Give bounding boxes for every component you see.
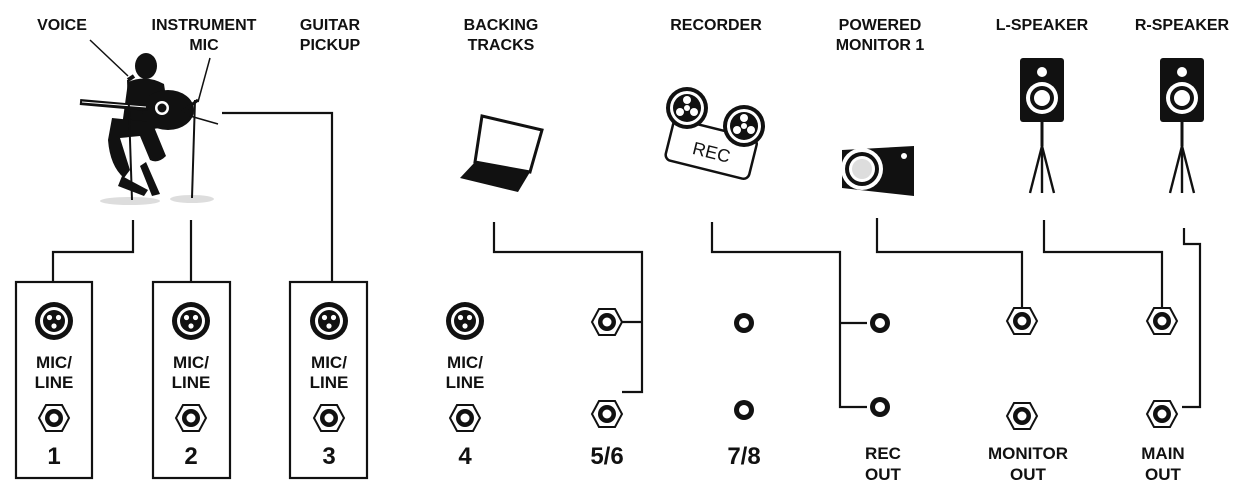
channel-2-xlr-jack[interactable] [172, 302, 210, 340]
monitor-out-label-1: MONITOR [988, 444, 1068, 463]
channel-3-number: 3 [322, 443, 335, 470]
channel-3-box [288, 280, 369, 480]
channel-2-box [151, 280, 232, 480]
channel-5-6-number: 5/6 [590, 443, 623, 470]
backing-tracks-label-2: TRACKS [468, 37, 535, 54]
rec-out-left-rca-jack[interactable] [870, 313, 890, 333]
channel-3-quarter-inch-jack[interactable] [313, 404, 345, 432]
channel-1-number: 1 [47, 443, 60, 470]
channel-6-jack[interactable] [591, 400, 623, 428]
recorder-label: RECORDER [670, 17, 762, 34]
laptop-icon [460, 114, 544, 192]
channel-4-number: 4 [458, 443, 472, 470]
channel-4-xlr-jack[interactable] [446, 302, 484, 340]
guitar-pickup-label-2: PICKUP [300, 37, 361, 54]
channel-2-number: 2 [184, 443, 197, 470]
channel-3-label-2: LINE [310, 373, 349, 392]
channel-4-label-1: MIC/ [447, 353, 483, 372]
channel-1-xlr-jack[interactable] [35, 302, 73, 340]
l-speaker-label: L-SPEAKER [996, 17, 1089, 34]
performer-icon [79, 39, 219, 205]
monitor-out-label-2: OUT [1010, 465, 1047, 484]
channel-1-label-2: LINE [35, 373, 74, 392]
channel-3-label-1: MIC/ [311, 353, 347, 372]
powered-monitor-label-2: MONITOR 1 [836, 37, 925, 54]
channel-7-rca-jack[interactable] [734, 313, 754, 333]
guitar-pickup-label-1: GUITAR [300, 17, 361, 34]
rec-out-right-rca-jack[interactable] [870, 397, 890, 417]
main-out-left-jack[interactable] [1146, 307, 1178, 335]
channel-1-box [14, 280, 94, 480]
channel-2-label-1: MIC/ [173, 353, 209, 372]
rec-out-label-1: REC [865, 444, 901, 463]
channel-2-label-2: LINE [172, 373, 211, 392]
channel-3-xlr-jack[interactable] [310, 302, 348, 340]
main-out-right-jack[interactable] [1146, 400, 1178, 428]
monitor-out-1-jack[interactable] [1006, 307, 1038, 335]
channel-7-8-number: 7/8 [727, 443, 760, 470]
r-speaker-icon [1158, 56, 1206, 195]
powered-monitor-label-1: POWERED [839, 17, 922, 34]
main-out-label-1: MAIN [1141, 444, 1184, 463]
channel-1-quarter-inch-jack[interactable] [38, 404, 70, 432]
channel-5-jack[interactable] [591, 308, 623, 336]
instrument-mic-label-1: INSTRUMENT [152, 17, 257, 34]
instrument-mic-label-2: MIC [189, 37, 219, 54]
cable-lines [51, 111, 1202, 409]
channel-4-label-2: LINE [446, 373, 485, 392]
monitor-speaker-icon [841, 146, 914, 196]
l-speaker-icon [1018, 56, 1066, 195]
voice-label: VOICE [37, 17, 87, 34]
tape-recorder-icon: REC [664, 87, 765, 181]
monitor-out-2-jack[interactable] [1006, 402, 1038, 430]
backing-tracks-label-1: BACKING [464, 17, 539, 34]
rec-out-label-2: OUT [865, 465, 902, 484]
channel-2-quarter-inch-jack[interactable] [175, 404, 207, 432]
channel-1-label-1: MIC/ [36, 353, 72, 372]
r-speaker-label: R-SPEAKER [1135, 17, 1230, 34]
main-out-label-2: OUT [1145, 465, 1182, 484]
channel-4-quarter-inch-jack[interactable] [449, 404, 481, 432]
channel-8-rca-jack[interactable] [734, 400, 754, 420]
